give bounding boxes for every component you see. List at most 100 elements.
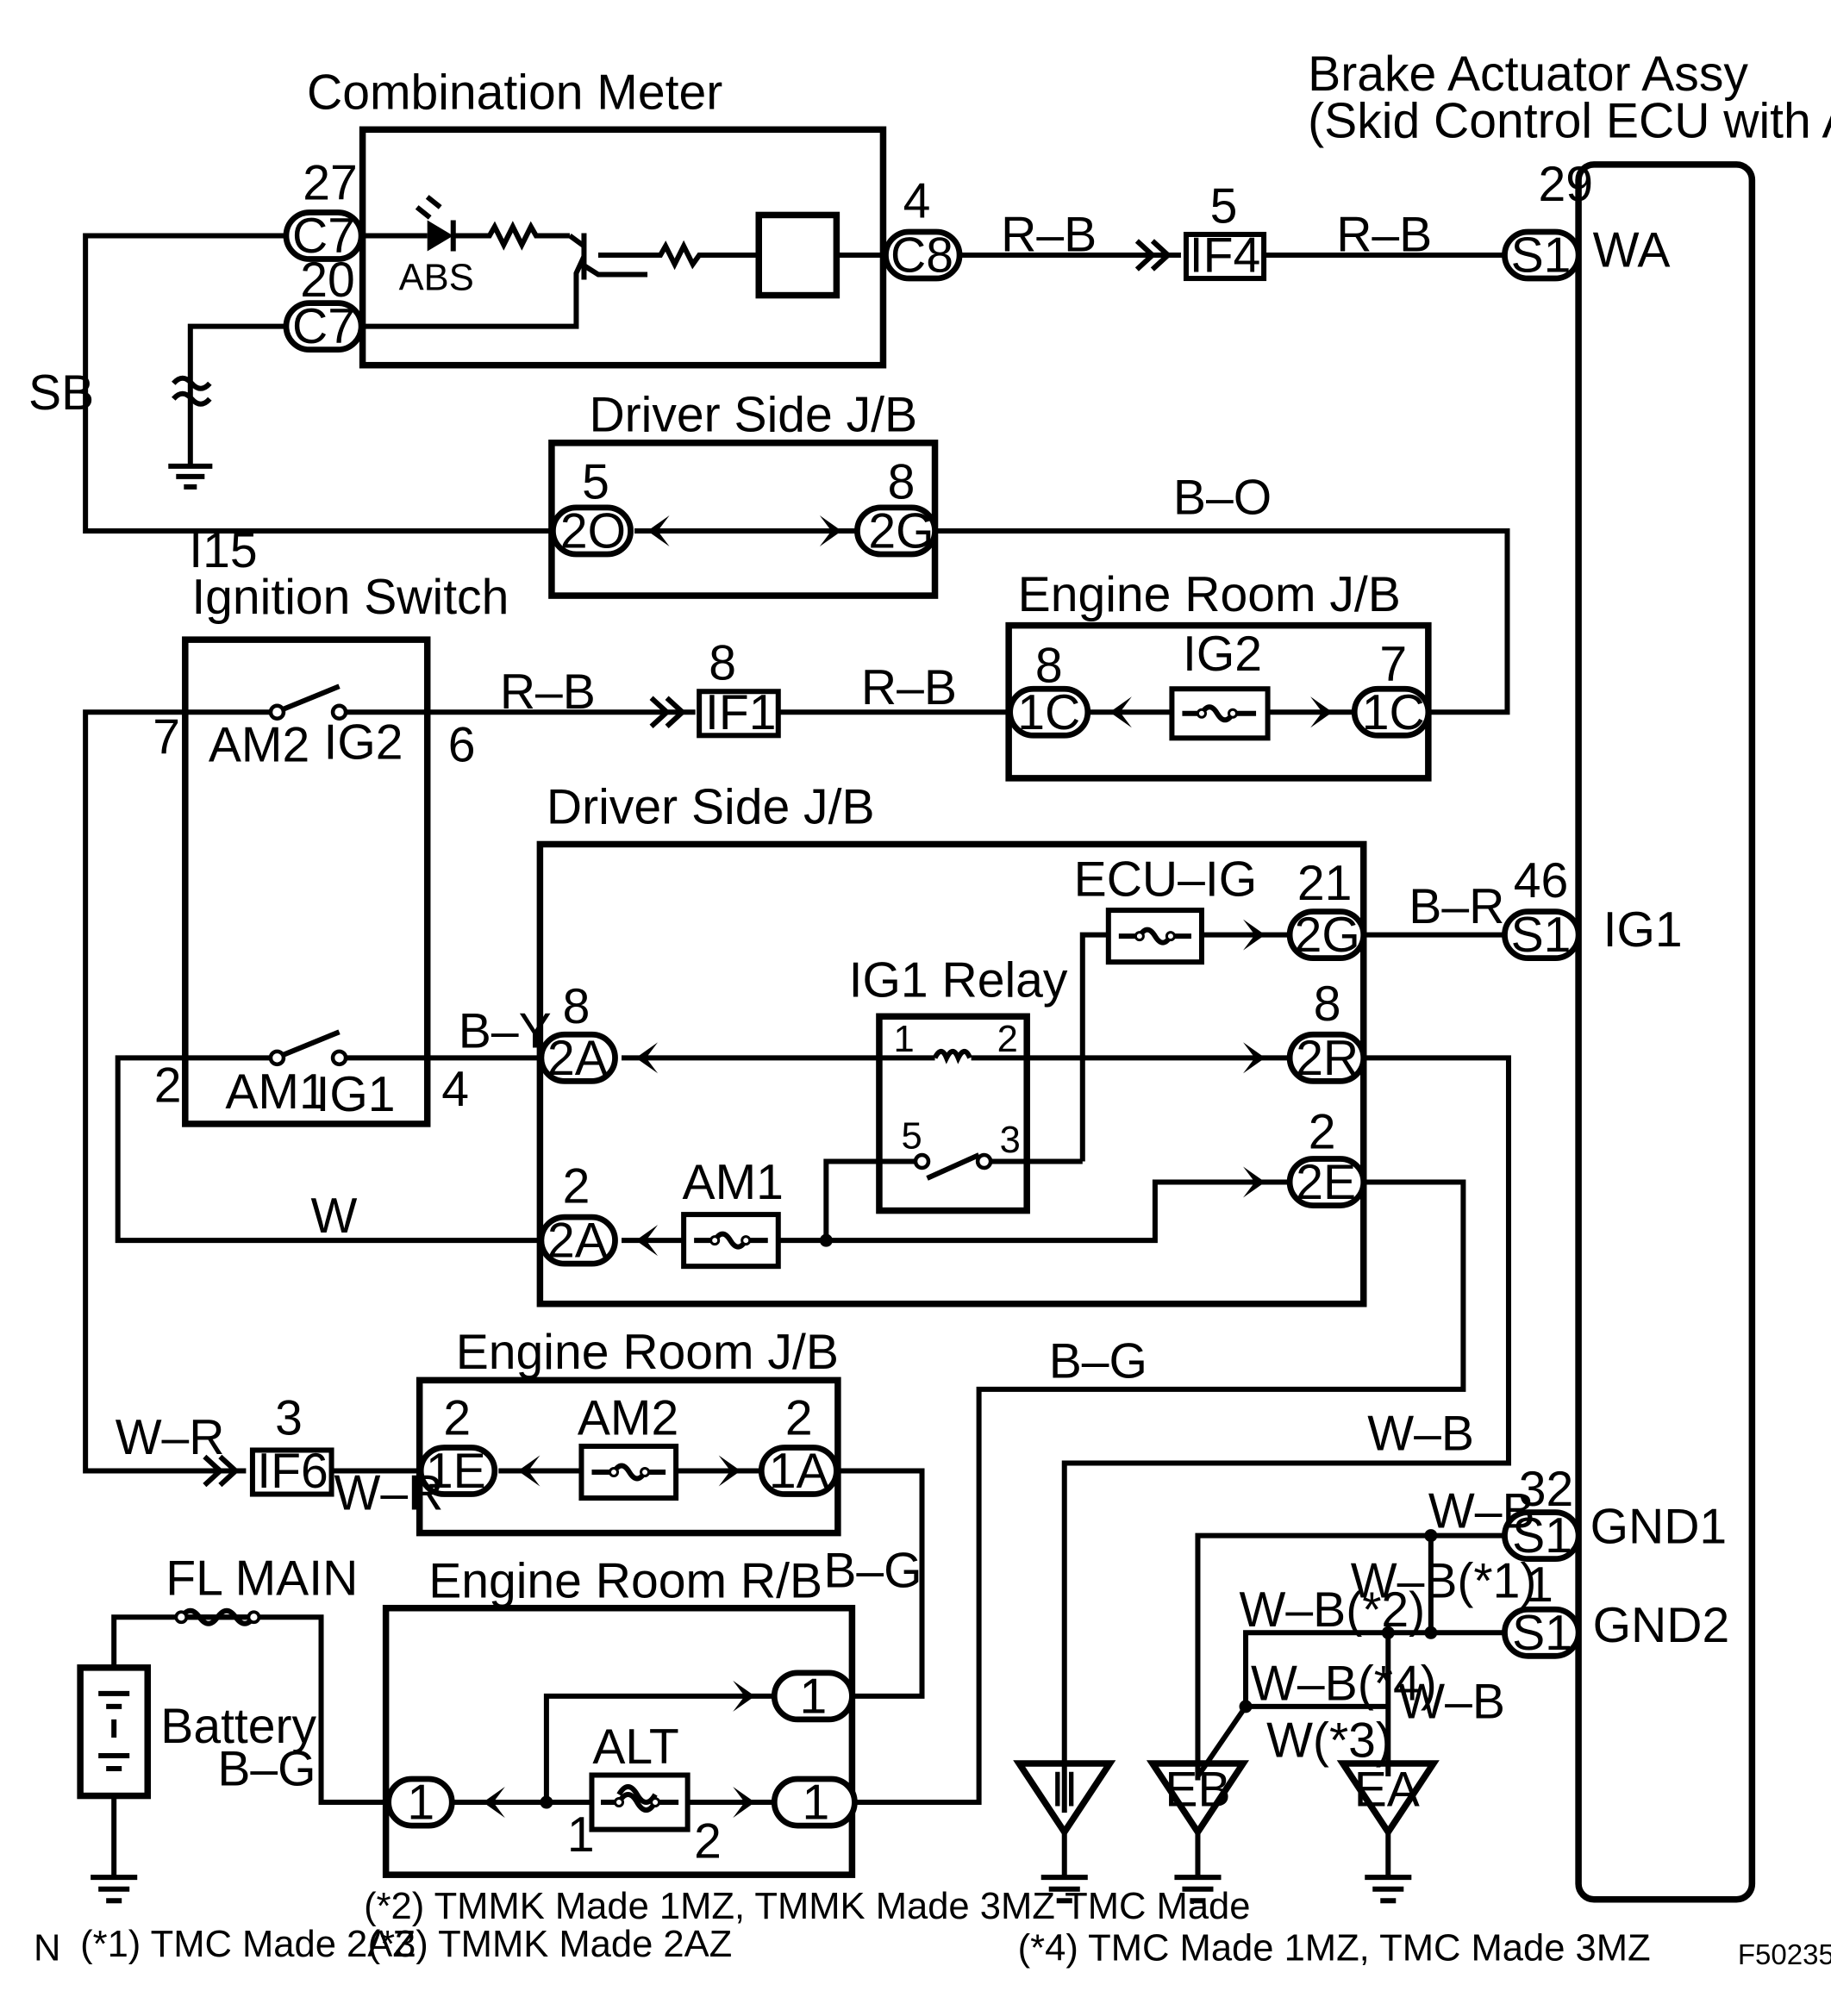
ignition-switch-title: Ignition Switch xyxy=(191,570,509,625)
connector-s1-wa: S1 xyxy=(1511,228,1572,284)
pin-ig2: 6 xyxy=(448,717,476,772)
transistor-icon xyxy=(362,233,648,329)
wire-label-bg: B–G xyxy=(217,1742,316,1797)
battery-icon xyxy=(77,1664,151,1800)
wire-label-wr: W–R xyxy=(116,1410,225,1465)
wire-label-bg: B–G xyxy=(823,1544,922,1599)
battery-label: Battery xyxy=(160,1699,316,1754)
connector-2a-top: 2A xyxy=(547,1031,608,1086)
wires xyxy=(83,233,1511,1878)
pin-4: 4 xyxy=(903,173,931,228)
am1-switch-icon xyxy=(281,1029,341,1058)
fl-main-label: FL MAIN xyxy=(166,1551,358,1607)
wire-labels: SB R–B R–B B–O R–B R–B B–R B–Y W B–G W–R… xyxy=(28,208,1536,1797)
wire-label-rb: R–B xyxy=(1336,208,1432,263)
ground-point-eb xyxy=(1146,1760,1250,1838)
ecu-ig-fuse-label: ECU–IG xyxy=(1074,852,1258,908)
combination-meter-title: Combination Meter xyxy=(307,65,722,120)
ground-icon xyxy=(1174,1832,1222,1904)
ig2-label: IG2 xyxy=(324,715,403,770)
wire-label-bo: B–O xyxy=(1173,470,1272,525)
ground-icon xyxy=(168,463,213,490)
pin-5: 5 xyxy=(1210,178,1238,234)
inline-connector-icon xyxy=(203,1454,240,1488)
connector-1e: 1E xyxy=(426,1444,486,1499)
connector-1c-right: 1C xyxy=(1362,685,1425,740)
connector-2g-ecu: 2G xyxy=(1295,908,1360,963)
connector-arrow-icon xyxy=(1243,919,1265,951)
meter-block-icon xyxy=(755,211,841,299)
connector-if1: IF1 xyxy=(705,685,776,740)
connector-arrow-icon xyxy=(635,1225,659,1257)
note-3: (*3) TMMK Made 2AZ xyxy=(368,1924,733,1965)
connector-2g: 2G xyxy=(868,503,934,559)
driver-jb-top: Driver Side J/B xyxy=(548,387,939,599)
brake-actuator-subtitle: (Skid Control ECU with Actuator) xyxy=(1308,93,1831,148)
terminal-gnd2: GND2 xyxy=(1593,1598,1730,1653)
connector-2r: 2R xyxy=(1296,1031,1359,1086)
ig1-relay-icon xyxy=(876,1013,1030,1214)
wire-label-rb: R–B xyxy=(500,665,596,720)
engine-rb: Engine Room R/B ALT 1 2 xyxy=(382,1554,856,1878)
note-2: (*2) TMMK Made 1MZ, TMMK Made 3MZ TMC Ma… xyxy=(364,1886,1250,1927)
pin-29: 29 xyxy=(1539,157,1594,212)
am2-switch-icon xyxy=(281,683,341,713)
relay-pin-2: 2 xyxy=(997,1019,1018,1060)
wire-label-wb-4: W–B(*4) xyxy=(1251,1656,1437,1711)
wire-label-wr: W–R xyxy=(334,1466,444,1521)
connector-s1-gnd2: S1 xyxy=(1512,1606,1572,1661)
connector-s1-gnd1: S1 xyxy=(1512,1508,1572,1563)
ignition-switch-code: I15 xyxy=(189,523,257,578)
alt-pin-1: 1 xyxy=(567,1807,595,1863)
battery: FL MAIN Battery xyxy=(77,1551,358,1800)
wire-label-sb: SB xyxy=(28,365,94,421)
driver-jb-top-title: Driver Side J/B xyxy=(589,387,917,442)
ground-label-ea: EA xyxy=(1354,1763,1420,1818)
wire-label-rb: R–B xyxy=(1001,208,1097,263)
connector-arrow-icon xyxy=(517,1455,541,1487)
connector-arrow-icon xyxy=(1109,696,1132,728)
fl-main-fuse-icon xyxy=(178,1607,256,1626)
connector-s1-ig1: S1 xyxy=(1511,908,1572,963)
wire-label-wb: W–B xyxy=(1428,1484,1535,1539)
inline-connector-icon xyxy=(1134,239,1172,272)
ig1-relay-label: IG1 Relay xyxy=(849,953,1068,1008)
alt-pin-2: 2 xyxy=(694,1814,722,1869)
wire-label-by: B–Y xyxy=(459,1003,552,1058)
pin-5-2o: 5 xyxy=(582,454,609,509)
am1-fuse-label: AM1 xyxy=(683,1155,784,1210)
note-1: (*1) TMC Made 2AZ xyxy=(80,1924,416,1965)
ignition-switch: I15 Ignition Switch AM2 IG2 7 6 AM1 IG1 … xyxy=(153,523,509,1127)
relay-pin-5: 5 xyxy=(901,1115,922,1157)
wire-label-wb: W–B xyxy=(1367,1406,1474,1461)
connector-arrow-icon xyxy=(718,1455,741,1487)
pin-ig1: 4 xyxy=(441,1062,469,1117)
relay-contact-icon xyxy=(926,1152,980,1181)
terminal-wa: WA xyxy=(1593,223,1671,278)
notes: N (*1) TMC Made 2AZ (*2) TMMK Made 1MZ, … xyxy=(34,1886,1831,1971)
connector-c7-27: C7 xyxy=(292,209,355,264)
wire-label-wb-2: W–B(*2) xyxy=(1240,1582,1426,1638)
connector-arrow-icon xyxy=(647,515,670,546)
noise-filter-icon xyxy=(172,375,212,407)
pin-46: 46 xyxy=(1514,853,1569,908)
engine-jb-bottom: Engine Room J/B AM2 xyxy=(416,1325,841,1537)
wire-label-rb: R–B xyxy=(861,660,957,715)
connector-rb-right: 1 xyxy=(802,1776,829,1831)
pin-7-1c: 7 xyxy=(1379,637,1407,692)
pin-8-2a: 8 xyxy=(563,979,591,1034)
ground-point-ii xyxy=(1013,1760,1116,1838)
engine-jb-top: Engine Room J/B IG2 xyxy=(1005,567,1432,782)
pin-1-gnd2: 1 xyxy=(1526,1557,1553,1613)
connector-1a: 1A xyxy=(769,1444,829,1499)
note-4: (*4) TMC Made 1MZ, TMC Made 3MZ xyxy=(1018,1927,1651,1969)
pin-2-2a: 2 xyxy=(563,1159,591,1214)
grounds: II EB EA xyxy=(91,375,1440,1904)
inline-connector-icon xyxy=(649,696,687,729)
wire-label-bg: B–G xyxy=(1049,1333,1147,1389)
connector-rb-left: 1 xyxy=(407,1776,434,1831)
ground-label-ii: II xyxy=(1051,1763,1078,1818)
terminal-ig1: IG1 xyxy=(1603,902,1683,958)
connector-2o: 2O xyxy=(560,503,626,559)
